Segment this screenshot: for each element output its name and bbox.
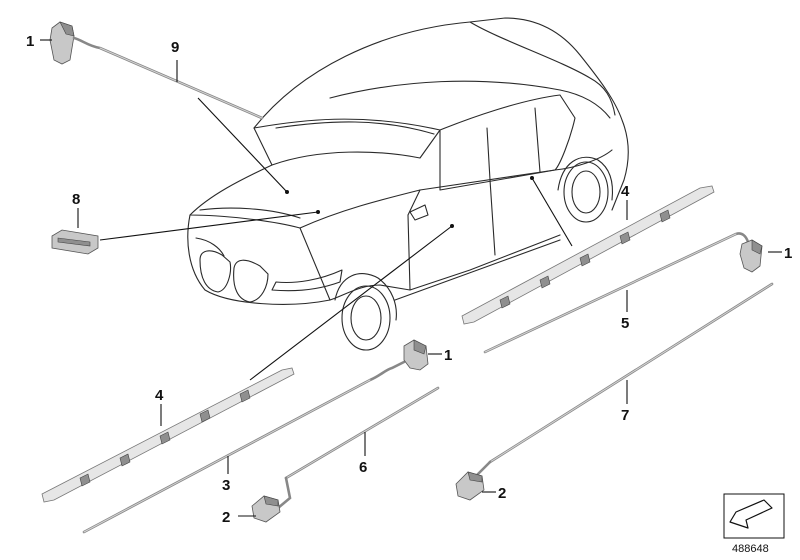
callout-4-left: 4: [155, 387, 164, 404]
cable-6: [276, 386, 440, 510]
cable-7: [488, 282, 774, 464]
callout-8: 8: [72, 191, 80, 208]
antenna-module-center: [403, 339, 429, 371]
callout-1-top-left: 1: [26, 33, 34, 50]
car-outline: [187, 17, 629, 351]
antenna-strip-left: [41, 367, 295, 503]
antenna-strip-right: [461, 185, 715, 325]
callout-3: 3: [222, 477, 230, 494]
callout-5: 5: [621, 315, 629, 332]
reference-box: 488648: [723, 493, 785, 555]
direction-arrow-icon: [729, 499, 773, 529]
antenna-module-right: [483, 232, 763, 354]
callout-2-lower-right: 2: [498, 485, 506, 502]
cable-3: [82, 360, 406, 534]
callout-4-right: 4: [621, 183, 630, 200]
reference-number: 488648: [732, 543, 769, 555]
connector-2-lower-right: [455, 460, 492, 501]
connector-2-lower-left: [251, 495, 281, 523]
callout-labels: 1 9 8 4 1 5 1 4 6 3 7 2 2: [26, 33, 792, 526]
leader-lines: [40, 39, 782, 517]
antenna-module-top-left: [49, 21, 264, 120]
control-unit-8: [51, 229, 99, 255]
callout-9: 9: [171, 39, 179, 56]
callout-1-right: 1: [784, 245, 792, 262]
callout-1-center: 1: [444, 347, 452, 364]
callout-6: 6: [359, 459, 367, 476]
callout-2-lower-left: 2: [222, 509, 230, 526]
callout-7: 7: [621, 407, 629, 424]
